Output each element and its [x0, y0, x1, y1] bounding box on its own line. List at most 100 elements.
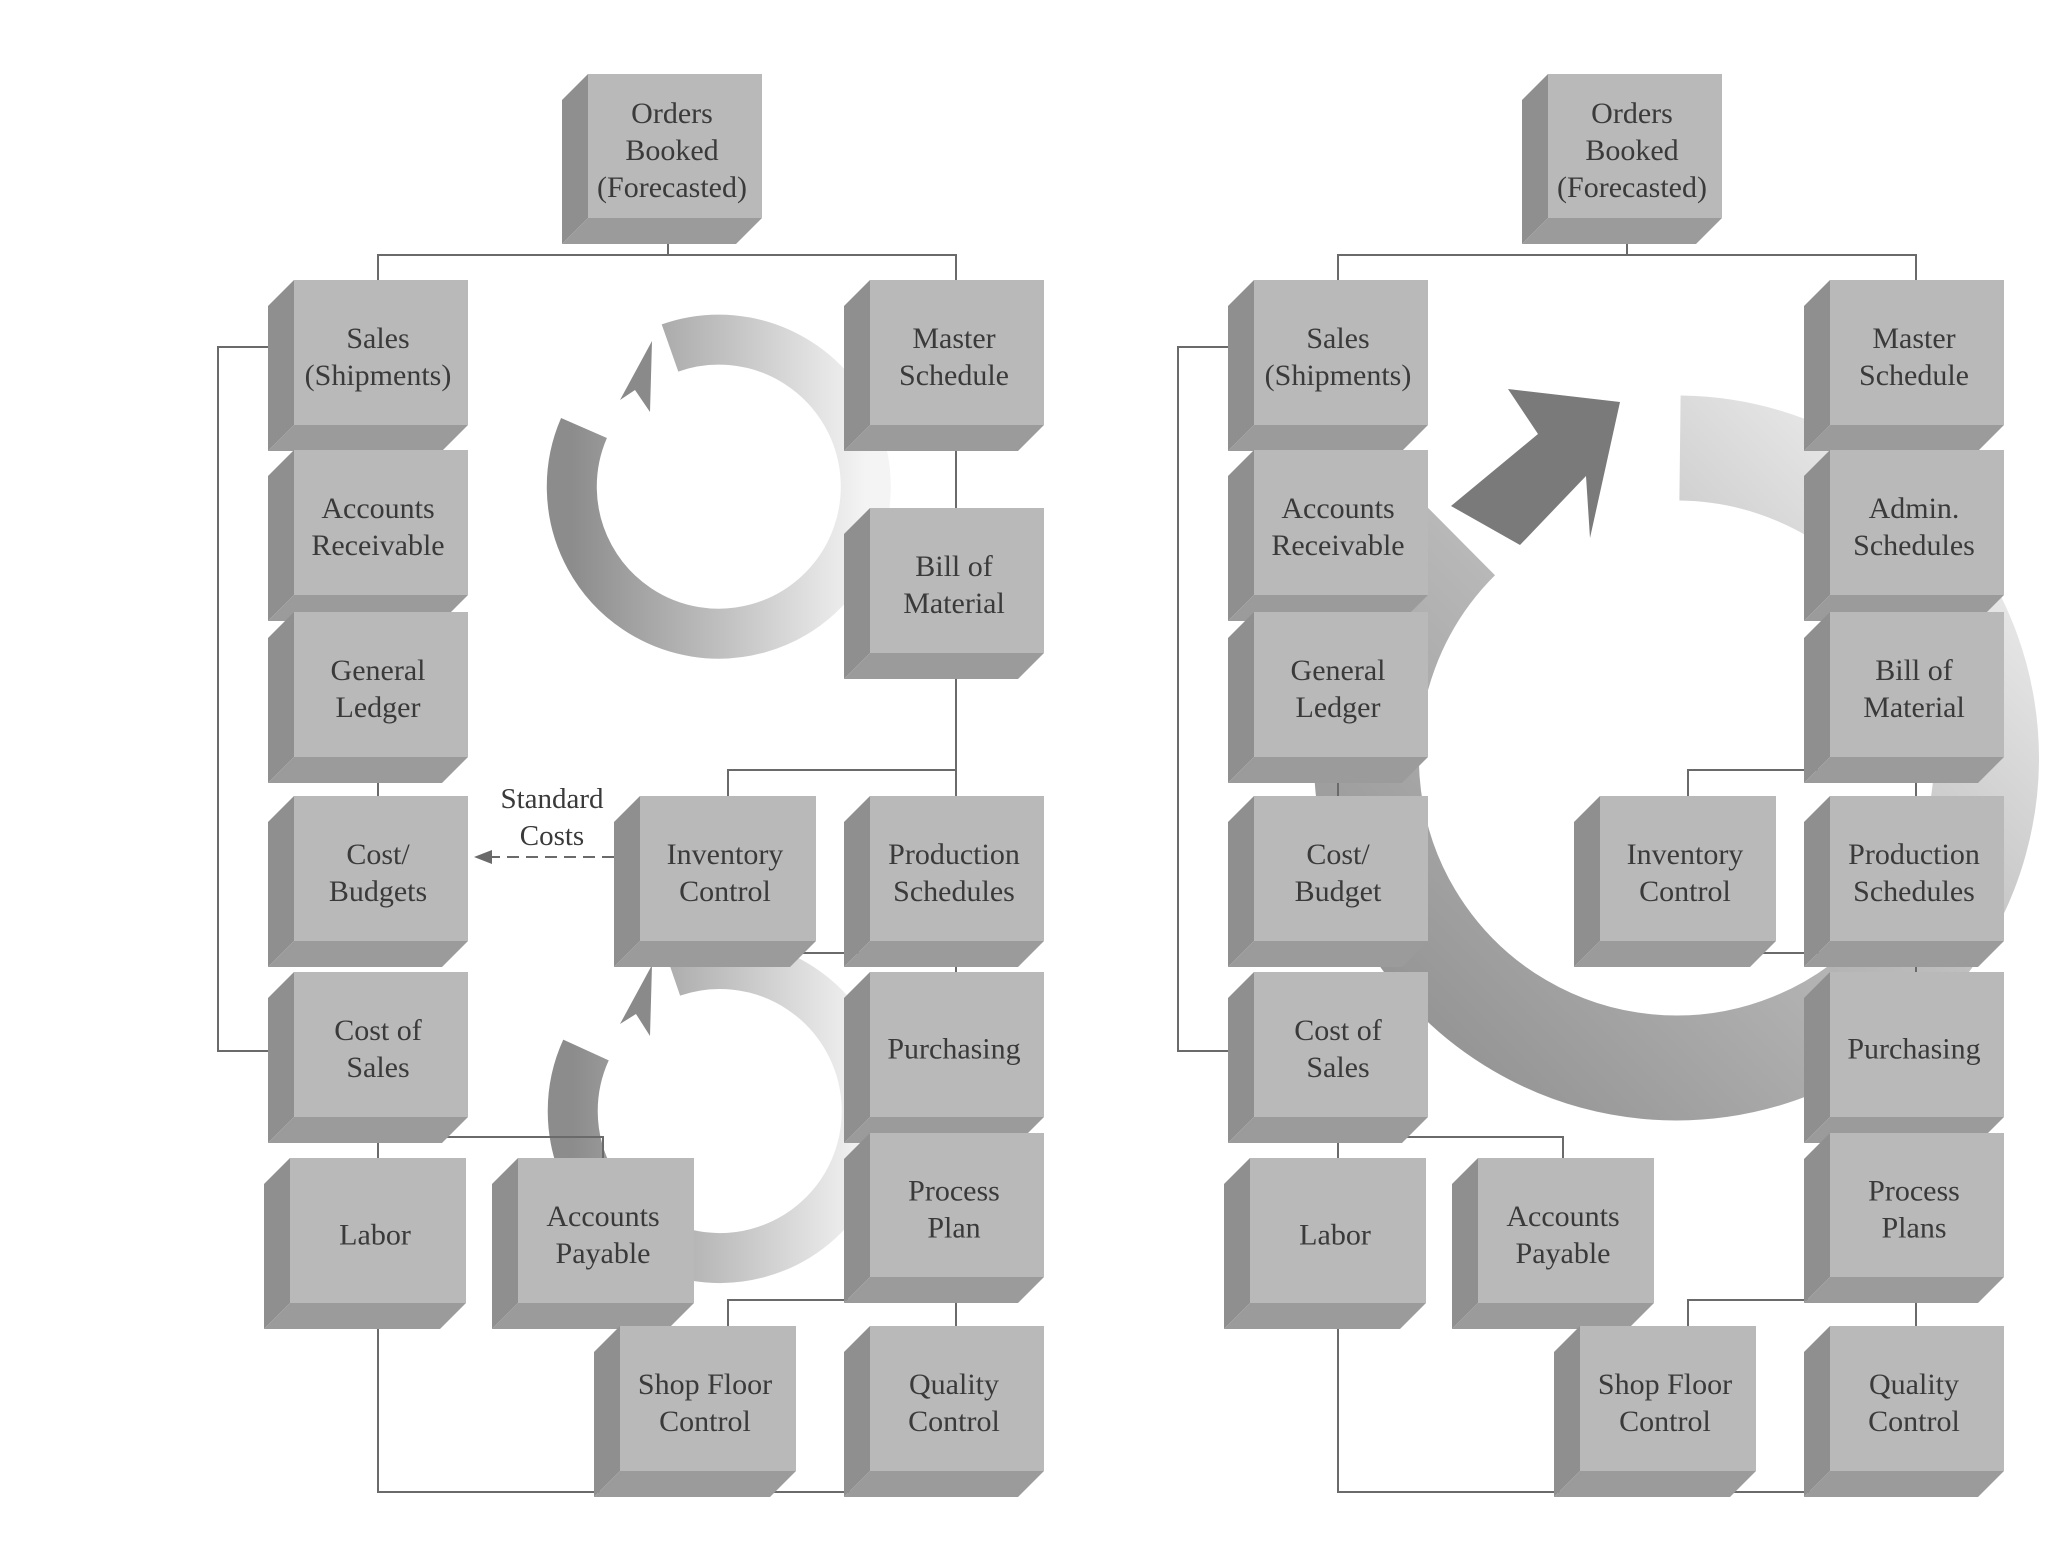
box-label-line: Bill of [1875, 654, 1953, 687]
box-label-line: Schedules [1853, 529, 1975, 562]
box-label-line: Master [1872, 322, 1955, 355]
box-label-line: Receivable [311, 529, 444, 562]
box-label-line: Booked [1585, 134, 1678, 167]
box-label-line: Accounts [546, 1200, 659, 1233]
box-label-line: Accounts [1506, 1200, 1619, 1233]
box-label-line: Budget [1295, 875, 1382, 908]
box-label-line: Control [1619, 1405, 1711, 1438]
box-label-line: Shop Floor [638, 1368, 772, 1401]
box-label-line: Accounts [1281, 492, 1394, 525]
box-sales: Sales(Shipments) [268, 280, 468, 451]
box-label-line: Purchasing [1847, 1033, 1980, 1066]
box-label-line: Labor [339, 1219, 411, 1252]
box-label-line: Process [1868, 1175, 1960, 1208]
box-label-line: Purchasing [887, 1033, 1020, 1066]
box-label-line: Process [908, 1175, 1000, 1208]
box-label-line: Orders [631, 97, 713, 130]
box-label-line: Receivable [1271, 529, 1404, 562]
box-label-line: Payable [556, 1237, 651, 1270]
box-label-line: Cost/ [346, 838, 410, 871]
box-label-line: Orders [1591, 97, 1673, 130]
box-label-line: Quality [909, 1368, 999, 1401]
box-bom: Bill of Material [1804, 612, 2004, 783]
standard-costs-line: Standard [500, 783, 604, 815]
box-purch: Purchasing [844, 972, 1044, 1143]
box-label-line: Material [903, 587, 1005, 620]
box-cost: Cost/Budget [1228, 796, 1428, 967]
box-label-line: (Forecasted) [1557, 171, 1707, 204]
box-label-line: (Forecasted) [597, 171, 747, 204]
box-label-line: Schedules [893, 875, 1015, 908]
box-label-line: Ledger [1296, 691, 1381, 724]
box-label-line: Sales [1306, 322, 1369, 355]
cycle-arrow-upper [546, 314, 891, 659]
box-label-line: Cost of [334, 1014, 422, 1047]
box-label-line: Sales [1306, 1051, 1369, 1084]
box-label-line: Ledger [336, 691, 421, 724]
box-label-line: Sales [346, 1051, 409, 1084]
box-label-line: Control [659, 1405, 751, 1438]
box-label-line: Inventory [1627, 838, 1744, 871]
box-label-line: (Shipments) [1265, 359, 1412, 392]
box-label-line: Cost/ [1306, 838, 1370, 871]
box-label-line: Schedule [1859, 359, 1969, 392]
box-label-line: General [331, 654, 426, 687]
box-label-line: Admin. [1869, 492, 1960, 525]
box-label-line: Schedules [1853, 875, 1975, 908]
box-label-line: Schedule [899, 359, 1009, 392]
box-labor: Labor [1224, 1158, 1426, 1329]
box-cos: Cost of Sales [268, 972, 468, 1143]
box-label-line: Quality [1869, 1368, 1959, 1401]
box-label-line: Booked [625, 134, 718, 167]
box-label-line: Budgets [329, 875, 427, 908]
box-label-line: Labor [1299, 1219, 1371, 1252]
box-admin: Admin. Schedules [1804, 450, 2004, 621]
standard-costs-arrow [474, 850, 614, 864]
box-label-line: Control [1868, 1405, 1960, 1438]
box-label-line: Shop Floor [1598, 1368, 1732, 1401]
box-purch: Purchasing [1804, 972, 2004, 1143]
box-label-line: Cost of [1294, 1014, 1382, 1047]
standard-costs-line: Costs [520, 820, 584, 852]
box-label-line: Plans [1881, 1212, 1946, 1245]
box-label-line: Plan [927, 1212, 980, 1245]
box-labor: Labor [264, 1158, 466, 1329]
box-cos: Cost of Sales [1228, 972, 1428, 1143]
box-label-line: Control [908, 1405, 1000, 1438]
box-label-line: Accounts [321, 492, 434, 525]
box-label-line: Inventory [667, 838, 784, 871]
box-label-line: Production [888, 838, 1020, 871]
box-label-line: Master [912, 322, 995, 355]
box-cost: Cost/Budgets [268, 796, 468, 967]
box-label-line: Production [1848, 838, 1980, 871]
box-label-line: Payable [1516, 1237, 1611, 1270]
box-sales: Sales (Shipments) [1228, 280, 1428, 451]
box-label-line: Material [1863, 691, 1965, 724]
box-label-line: Sales [346, 322, 409, 355]
